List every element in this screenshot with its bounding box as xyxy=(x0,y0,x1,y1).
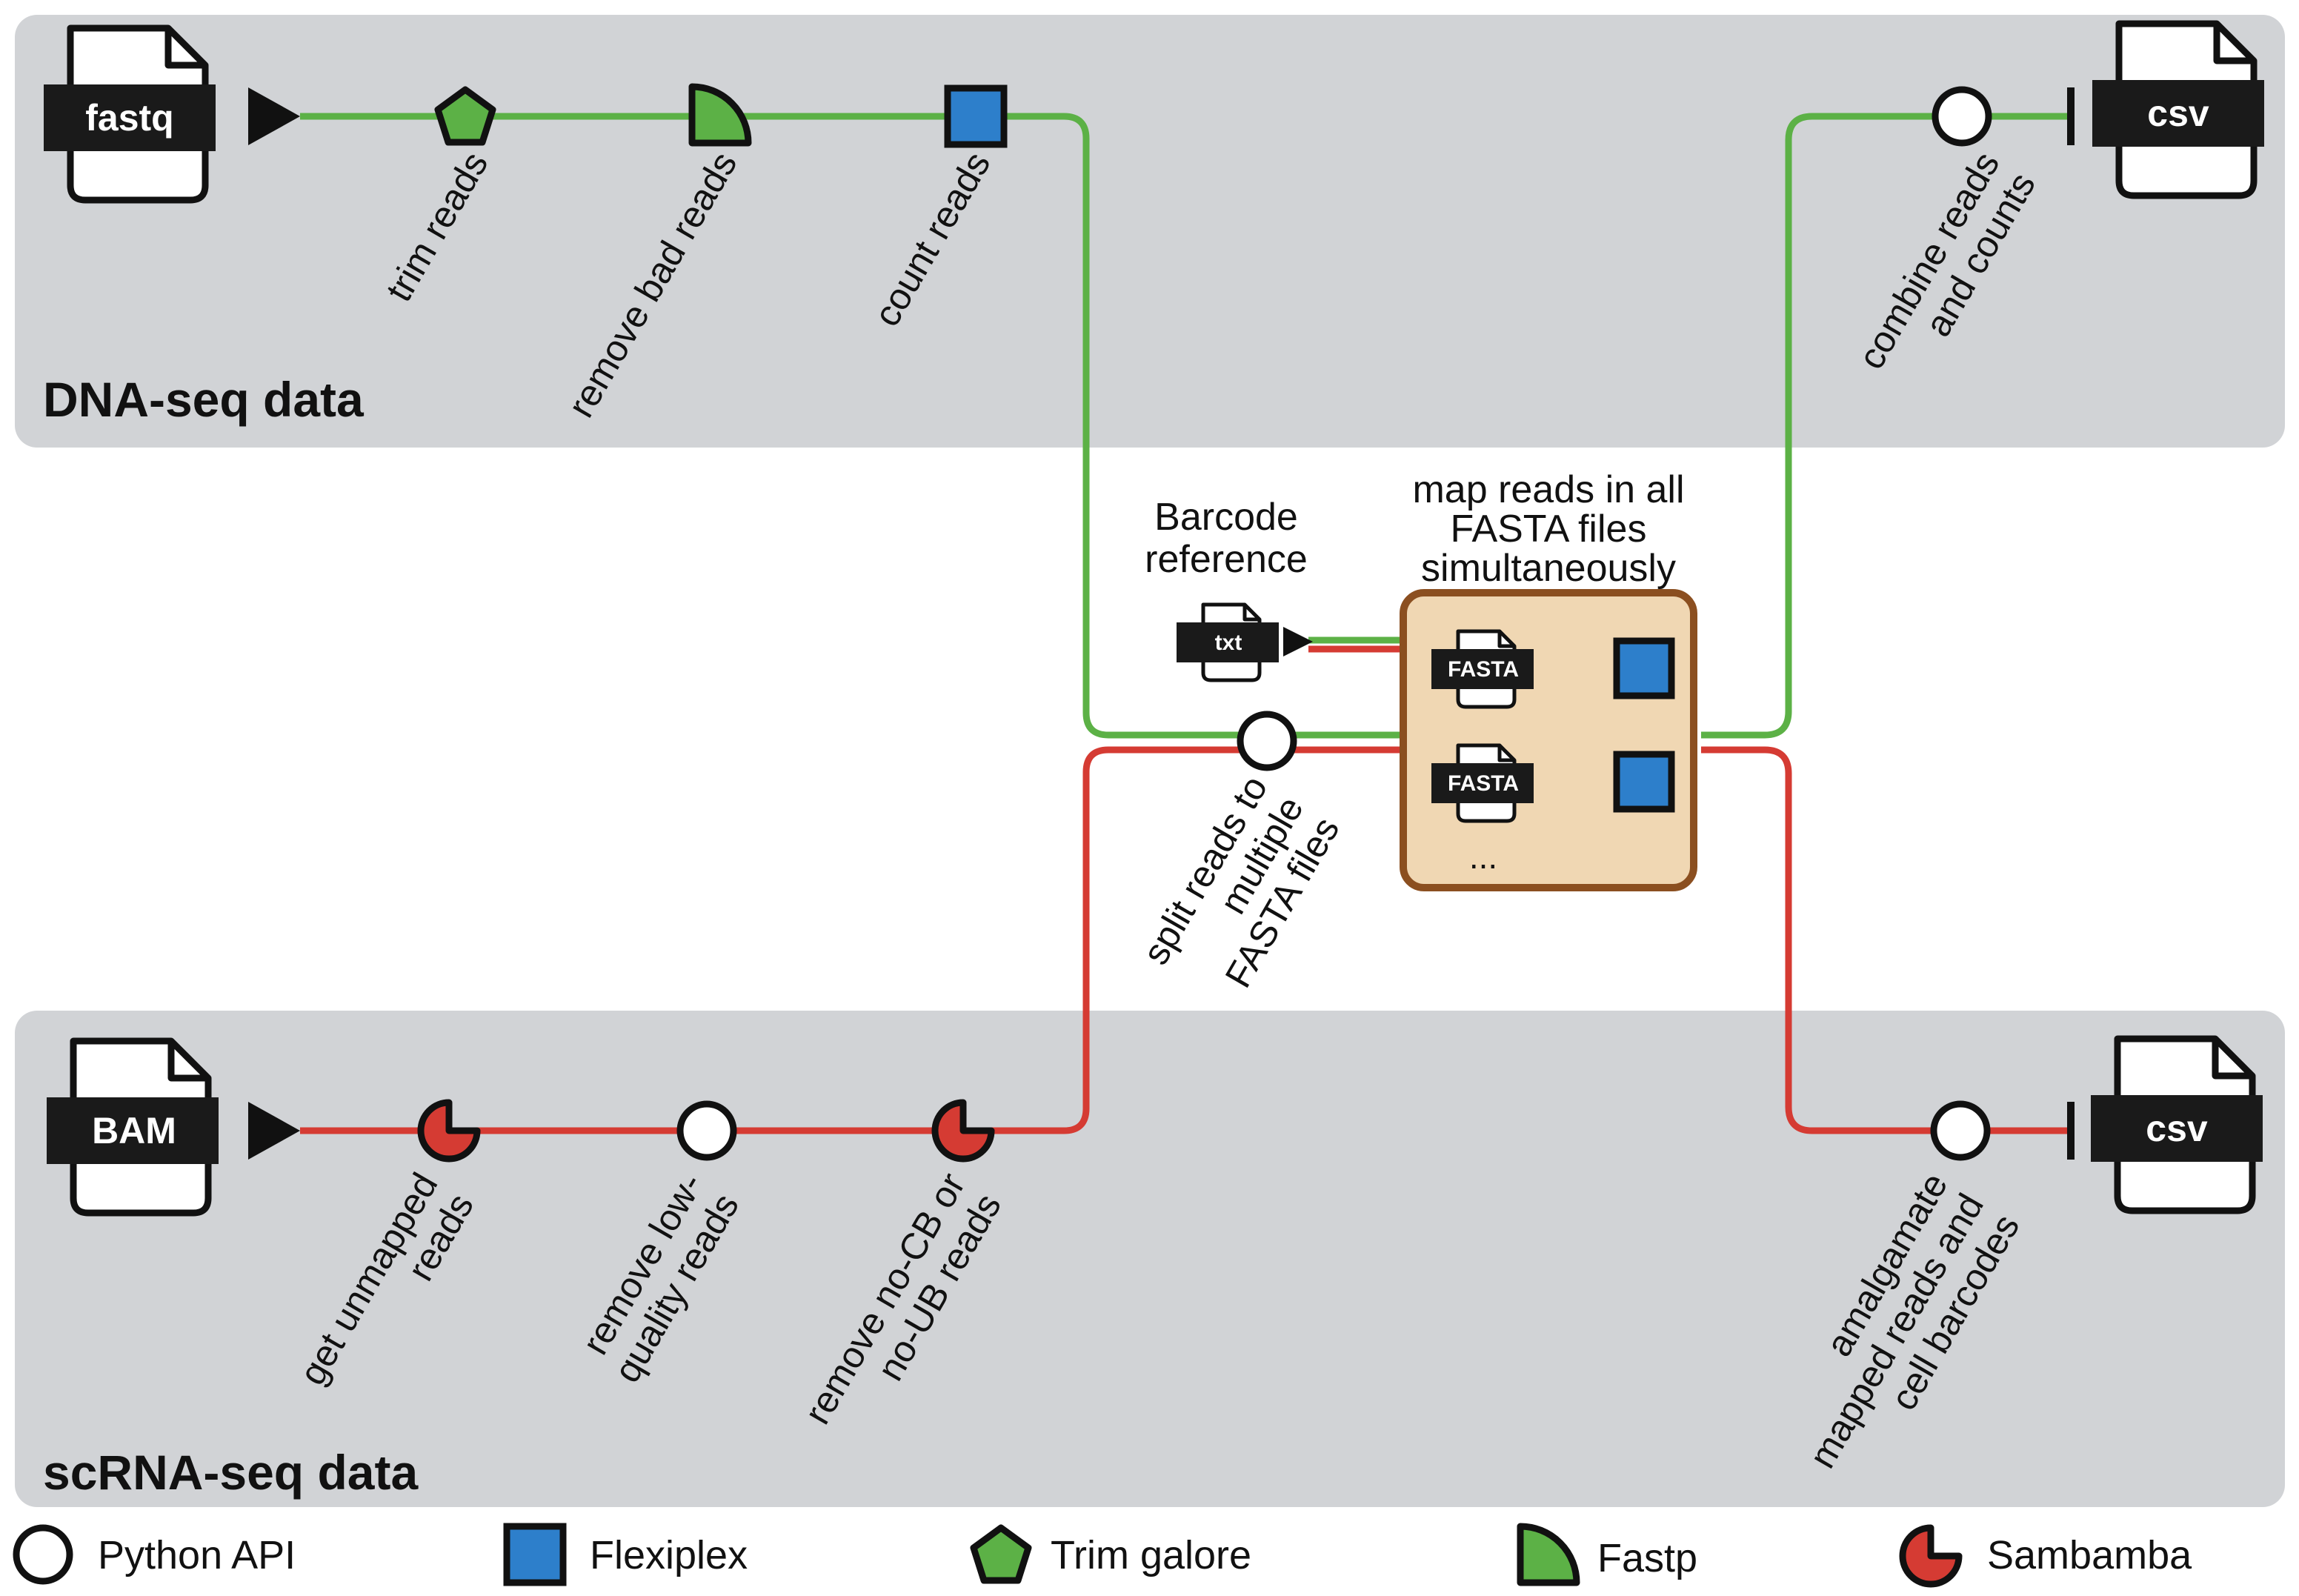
legend-python-api-icon xyxy=(13,1524,73,1585)
scrna-start-arrow-icon xyxy=(248,1102,300,1160)
scrna-csv-file-icon: csv xyxy=(2091,1039,2263,1211)
dna-section-title: DNA-seq data xyxy=(43,372,365,427)
sambamba-icon xyxy=(931,1099,995,1163)
bam-label: BAM xyxy=(92,1110,176,1151)
legend-fastp-icon xyxy=(1517,1523,1580,1586)
svg-text:simultaneously: simultaneously xyxy=(1421,547,1676,590)
svg-text:reference: reference xyxy=(1145,538,1308,581)
flexiplex-icon xyxy=(944,84,1008,148)
scrna-seq-panel xyxy=(15,1011,2285,1507)
map-reads-label: map reads in all FASTA files simultaneou… xyxy=(1412,468,1684,590)
legend: Python API Flexiplex Trim galore Fastp S… xyxy=(13,1523,2192,1588)
python-api-icon xyxy=(1930,1100,1991,1161)
legend-flexiplex-label: Flexiplex xyxy=(590,1533,748,1577)
dna-start-arrow-icon xyxy=(248,87,300,145)
fasta-file-icon: FASTA xyxy=(1431,631,1534,707)
dna-csv-label: csv xyxy=(2147,93,2209,134)
ellipsis-label: ... xyxy=(1469,837,1497,876)
svg-text:FASTA files: FASTA files xyxy=(1451,508,1647,551)
legend-fastp-label: Fastp xyxy=(1597,1536,1697,1580)
svg-text:map reads in all: map reads in all xyxy=(1412,468,1684,511)
fastp-icon xyxy=(688,83,752,147)
fasta-label: FASTA xyxy=(1448,657,1519,682)
barcode-reference-label: Barcode reference xyxy=(1145,496,1308,581)
dna-csv-file-icon: csv xyxy=(2092,24,2264,196)
python-api-icon xyxy=(1932,86,1992,147)
scrna-section-title: scRNA-seq data xyxy=(43,1445,419,1500)
python-api-icon xyxy=(1237,711,1297,771)
legend-flexiplex-icon xyxy=(503,1523,567,1586)
mapping-box xyxy=(1400,589,1697,891)
scrna-csv-label: csv xyxy=(2146,1108,2208,1149)
legend-sambamba-label: Sambamba xyxy=(1987,1533,2192,1577)
flexiplex-icon xyxy=(1613,751,1675,813)
svg-text:Barcode: Barcode xyxy=(1154,496,1298,539)
txt-label: txt xyxy=(1215,631,1242,655)
flexiplex-icon xyxy=(1613,637,1675,699)
legend-sambamba-icon xyxy=(1899,1524,1963,1588)
fastq-label: fastq xyxy=(85,97,173,139)
fasta-label: FASTA xyxy=(1448,771,1519,796)
txt-file-icon: txt xyxy=(1177,605,1279,680)
sambamba-icon xyxy=(417,1099,481,1163)
legend-trim-galore-icon xyxy=(970,1524,1032,1584)
bam-file-icon: BAM xyxy=(47,1041,219,1213)
fastq-file-icon: fastq xyxy=(44,28,216,200)
trim-galore-icon xyxy=(434,86,496,146)
legend-trim-galore-label: Trim galore xyxy=(1051,1533,1251,1577)
split-reads-label: split reads to multiple FASTA files xyxy=(1134,769,1347,995)
python-api-icon xyxy=(676,1100,737,1161)
txt-arrow-icon xyxy=(1283,627,1313,656)
fasta-file-icon: FASTA xyxy=(1431,745,1534,821)
dna-seq-panel xyxy=(15,15,2285,448)
legend-python-api-label: Python API xyxy=(98,1533,296,1577)
